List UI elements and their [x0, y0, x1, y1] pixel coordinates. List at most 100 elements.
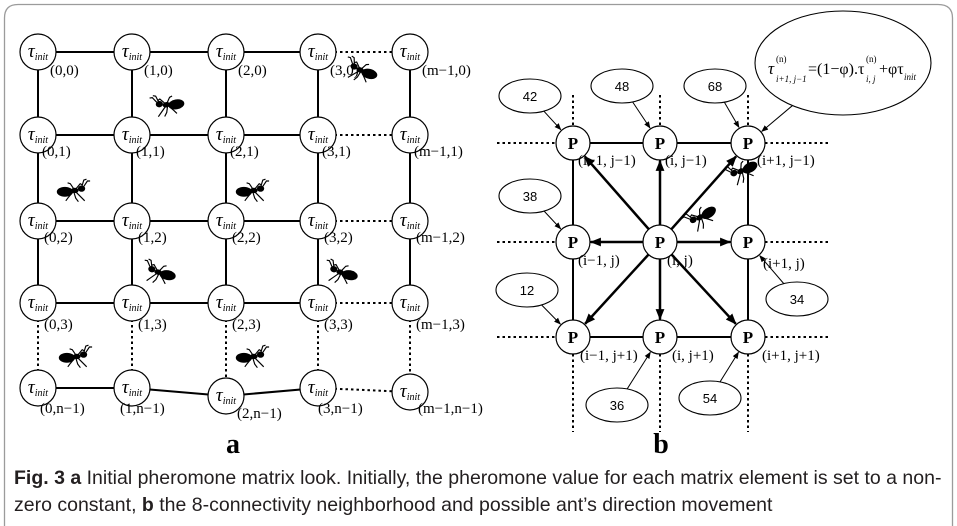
ant-icon — [56, 178, 91, 203]
node-circle — [113, 33, 151, 71]
pheromone-node: τinit(2,0) — [207, 33, 267, 79]
value-pointer — [543, 210, 562, 230]
tau-subscript: init — [223, 221, 237, 232]
pheromone-node: τinit(0,2) — [19, 202, 73, 246]
node-symbol: P — [743, 233, 753, 252]
node-circle — [730, 224, 766, 260]
tau-init-symbol: τinit — [28, 210, 48, 232]
tau-glyph: τ — [400, 381, 408, 402]
pheromone-value: 42 — [523, 89, 537, 104]
value-pointer — [719, 351, 739, 383]
tau-init-symbol: τinit — [308, 292, 328, 314]
node-coordinate: (m−1,0) — [422, 63, 471, 79]
formula-subscript: i+1, j−1 — [776, 74, 807, 84]
tau-glyph: τ — [28, 41, 36, 62]
pheromone-value-bubble: 34 — [759, 255, 829, 317]
node-coordinate: (i−1, j) — [578, 253, 620, 269]
node-coordinate: (i, j+1) — [672, 348, 714, 364]
pheromone-value: 34 — [790, 292, 804, 307]
tau-subscript: init — [223, 52, 237, 63]
pheromone-node: τinit(0,1) — [19, 116, 71, 160]
node-coordinate: (m−1,n−1) — [418, 401, 483, 417]
node-symbol: P — [568, 134, 578, 153]
tau-glyph: τ — [216, 210, 224, 231]
node-symbol: P — [568, 328, 578, 347]
pheromone-node: τinit(2,n−1) — [207, 377, 282, 422]
value-pointer — [723, 101, 740, 129]
node-circle — [113, 284, 151, 322]
bubble-outline — [590, 68, 654, 104]
node-circle — [113, 116, 151, 154]
pheromone-node: τinit(0,n−1) — [19, 369, 85, 417]
ant-icon — [235, 178, 270, 203]
ant-icon — [148, 89, 187, 120]
pheromone-node: τinit(3,n−1) — [299, 369, 363, 417]
tau-subscript: init — [407, 52, 421, 63]
tau-init-symbol: τinit — [216, 385, 236, 407]
tau-subscript: init — [407, 303, 421, 314]
tau-init-symbol: τinit — [216, 210, 236, 232]
tau-subscript: init — [35, 388, 49, 399]
panel-a-ref: a — [70, 467, 82, 489]
node-circle — [207, 116, 245, 154]
pheromone-value: 54 — [703, 391, 717, 406]
bubble-outline — [498, 78, 562, 114]
tau-glyph: τ — [216, 124, 224, 145]
panel-b-label: b — [653, 429, 669, 460]
pheromone-node: τinit(2,3) — [207, 284, 261, 333]
tau-init-symbol: τinit — [122, 210, 142, 232]
caption-text: Initial pheromone matrix look. Initially… — [86, 467, 942, 489]
node-coordinate: (0,0) — [50, 63, 79, 79]
tau-subscript: init — [129, 303, 143, 314]
pheromone-node: τinit(1,2) — [113, 202, 167, 246]
formula-superscript: (n) — [866, 54, 877, 64]
grid-a-nodes: τinit(0,0)τinit(1,0)τinit(2,0)τinit(3,0)… — [19, 33, 483, 422]
tau-subscript: init — [129, 388, 143, 399]
tau-init-symbol: τinit — [308, 377, 328, 399]
tau-subscript: init — [407, 392, 421, 403]
caption-text: the 8-connectivity neighborhood and poss… — [159, 494, 773, 516]
formula-term: =(1−φ).τ — [808, 61, 865, 78]
node-circle — [391, 284, 429, 322]
value-pointer — [632, 101, 651, 129]
pheromone-value: 12 — [520, 283, 534, 298]
node-circle — [555, 224, 591, 260]
direction-arrow — [584, 253, 650, 325]
tau-init-symbol: τinit — [216, 124, 236, 146]
neighborhood-node: P(i, j+1) — [642, 319, 714, 364]
tau-init-symbol: τinit — [28, 292, 48, 314]
node-circle — [299, 33, 337, 71]
node-coordinate: (2,n−1) — [237, 406, 282, 422]
tau-glyph: τ — [308, 377, 316, 398]
tau-glyph: τ — [28, 292, 36, 313]
figure-caption: Fig. 3 a Initial pheromone matrix look. … — [14, 465, 941, 519]
caption-text: zero constant, — [14, 494, 137, 516]
pheromone-value-bubble: 68 — [683, 68, 747, 129]
pheromone-value-bubble: 38 — [498, 178, 562, 230]
tau-subscript: init — [315, 135, 329, 146]
tau-subscript: init — [35, 52, 49, 63]
tau-glyph: τ — [122, 41, 130, 62]
neighborhood-node: P(i−1, j) — [555, 224, 620, 269]
formula-superscript: (n) — [776, 54, 787, 64]
node-symbol: P — [743, 134, 753, 153]
node-coordinate: (1,0) — [144, 63, 173, 79]
node-circle — [19, 202, 57, 240]
node-circle — [299, 369, 337, 407]
pheromone-value: 36 — [610, 398, 624, 413]
formula-tau: τ — [768, 59, 775, 78]
value-pointer — [626, 351, 651, 390]
value-pointer — [759, 255, 785, 284]
pheromone-value-bubble: 42 — [498, 78, 562, 131]
neighborhood-node: P(i+1, j−1) — [730, 125, 815, 169]
caption-line: zero constant, b the 8-connectivity neig… — [14, 492, 941, 519]
bubble-outline — [585, 387, 649, 423]
pheromone-value: 48 — [615, 79, 629, 94]
neighborhood-node: P(i−1, j+1) — [555, 319, 638, 364]
node-circle — [19, 116, 57, 154]
ant-icon — [58, 344, 93, 369]
neighborhood-node: P(i−1, j−1) — [555, 125, 636, 169]
pheromone-node: τinit(m−1,3) — [391, 284, 465, 333]
node-coordinate: (i−1, j+1) — [580, 348, 638, 364]
node-coordinate: (1,1) — [136, 144, 165, 160]
